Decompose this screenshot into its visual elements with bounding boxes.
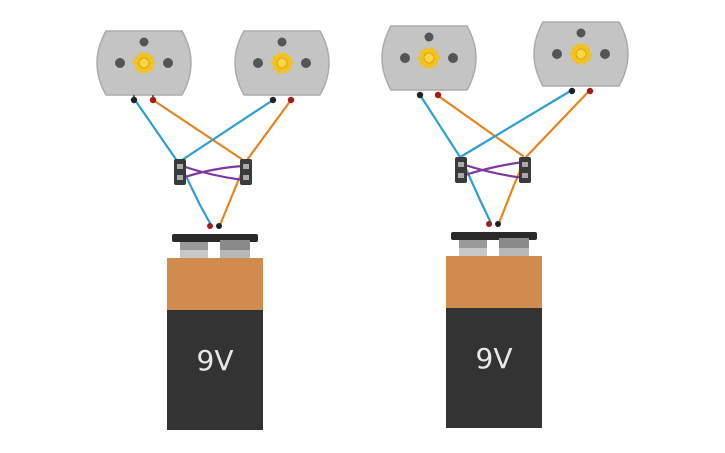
gear-hub xyxy=(138,57,150,69)
circuit-2: 9V xyxy=(381,21,629,428)
battery-9v-icon[interactable]: 9V xyxy=(446,221,542,428)
circuit-1: 9V xyxy=(96,30,330,430)
battery-label: 9V xyxy=(476,342,513,375)
dc-motor-icon[interactable] xyxy=(234,30,330,104)
gear-icon xyxy=(417,46,441,70)
wire-blue[interactable] xyxy=(460,88,574,158)
dc-motor-icon[interactable] xyxy=(96,30,192,104)
gear-hub xyxy=(575,48,587,60)
wire-orange[interactable] xyxy=(218,98,293,227)
gear-icon xyxy=(569,42,593,66)
battery-label: 9V xyxy=(197,344,234,377)
wire-purple[interactable] xyxy=(460,162,526,180)
gear-icon xyxy=(270,51,294,75)
gear-hub xyxy=(276,57,288,69)
battery-terminal-negative[interactable] xyxy=(495,221,501,227)
wire-orange[interactable] xyxy=(151,98,245,162)
gear-hub xyxy=(423,52,435,64)
wire-purple[interactable] xyxy=(180,164,245,180)
switch-icon[interactable] xyxy=(174,159,186,185)
battery-terminal-positive[interactable] xyxy=(486,221,492,227)
wire-orange[interactable] xyxy=(497,88,592,225)
switch-icon[interactable] xyxy=(240,159,252,185)
battery-terminal-positive[interactable] xyxy=(207,223,213,229)
dc-motor-icon[interactable] xyxy=(381,25,477,99)
wire-orange[interactable] xyxy=(435,93,525,158)
switch-icon[interactable] xyxy=(455,157,467,183)
wires xyxy=(133,98,293,227)
wire-purple[interactable] xyxy=(460,160,526,178)
wires xyxy=(418,88,592,225)
battery-9v-icon[interactable]: 9V xyxy=(167,223,263,430)
battery-terminal-negative[interactable] xyxy=(216,223,222,229)
wire-blue[interactable] xyxy=(180,98,275,162)
wire-purple[interactable] xyxy=(180,164,245,182)
switch-icon[interactable] xyxy=(519,157,531,183)
gear-icon xyxy=(132,51,156,75)
wire-blue[interactable] xyxy=(418,93,493,225)
wire-blue[interactable] xyxy=(133,98,213,227)
dc-motor-icon[interactable] xyxy=(533,21,629,95)
